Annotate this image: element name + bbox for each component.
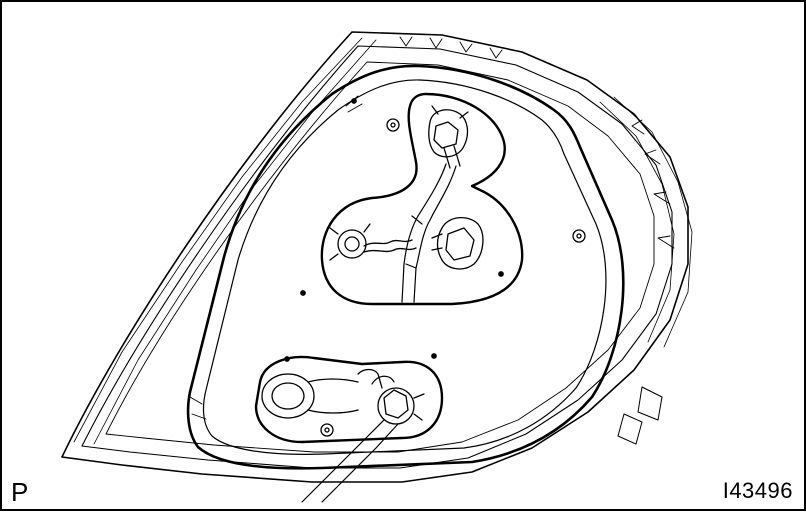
- upper-bulb-cavity: [320, 92, 524, 306]
- lower-bulb-cavity: [254, 355, 444, 444]
- upper-left-bulb-socket: [329, 223, 417, 261]
- upper-right-bulb-socket: [428, 105, 469, 169]
- lower-right-bulb-socket: [357, 368, 425, 425]
- inner-plate: [202, 79, 607, 455]
- lower-left-bulb: [261, 373, 359, 419]
- rear-gasket: [186, 64, 625, 470]
- mounting-holes: [284, 98, 586, 437]
- figure-id: I43496: [722, 478, 793, 503]
- wire-harness: [301, 163, 457, 503]
- corner-label: P: [11, 477, 29, 507]
- tail-lamp-housing: [61, 31, 693, 483]
- mid-bulb-socket: [431, 217, 484, 270]
